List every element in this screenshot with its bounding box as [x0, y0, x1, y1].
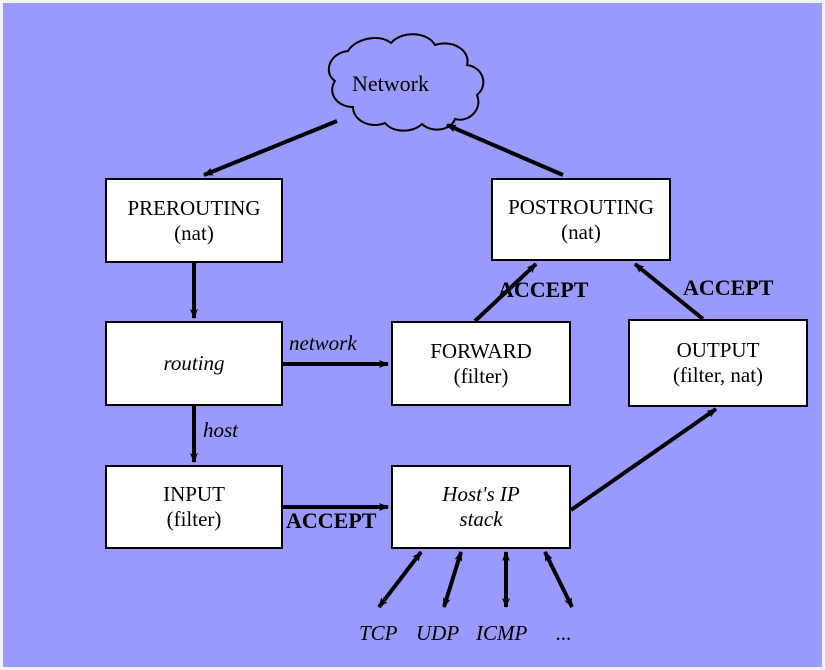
node-postrouting-line2: (nat) [561, 219, 601, 244]
edge-udp-hostipstack [442, 551, 463, 608]
edge-other-hostipstack [543, 551, 574, 608]
node-input-line1: INPUT [163, 482, 225, 507]
edge-tcp-hostipstack [377, 550, 423, 609]
edge-label-accept-input: ACCEPT [286, 508, 377, 533]
node-prerouting-line1: PREROUTING [127, 195, 261, 220]
node-host-ip-stack-line2: stack [459, 507, 503, 531]
edge-label-network: network [289, 331, 357, 355]
edge-output-to-postrouting [633, 262, 705, 321]
edge-label-accept-forward: ACCEPT [498, 277, 589, 302]
edge-label-host: host [203, 418, 239, 442]
protocol-label-icmp: ICMP [476, 621, 528, 645]
protocol-label-tcp: TCP [359, 621, 398, 645]
node-output[interactable]: OUTPUT (filter, nat) [628, 319, 808, 407]
network-cloud-label: Network [352, 71, 429, 96]
node-prerouting[interactable]: PREROUTING (nat) [105, 178, 283, 263]
node-prerouting-line2: (nat) [174, 220, 214, 245]
node-host-ip-stack-line1: Host's IP [442, 482, 520, 507]
node-host-ip-stack[interactable]: Host's IP stack [391, 465, 571, 549]
protocol-label-udp: UDP [416, 621, 460, 645]
edge-label-accept-output: ACCEPT [683, 275, 774, 300]
node-forward-line1: FORWARD [430, 338, 532, 363]
node-routing[interactable]: routing [105, 321, 283, 406]
edge-network-to-prerouting [203, 119, 338, 177]
protocol-label-other: ... [556, 621, 572, 645]
edge-postrouting-to-network [446, 123, 564, 177]
node-postrouting[interactable]: POSTROUTING (nat) [491, 178, 671, 261]
node-output-line2: (filter, nat) [672, 363, 764, 387]
node-input-line2: (filter) [166, 507, 222, 531]
node-routing-line1: routing [163, 351, 225, 376]
diagram-edges-layer [190, 33, 718, 609]
node-forward-line2: (filter) [453, 363, 509, 388]
node-input[interactable]: INPUT (filter) [105, 465, 283, 549]
network-cloud-shape [327, 33, 485, 132]
node-output-line1: OUTPUT [676, 338, 760, 363]
edge-hostipstack-to-output [569, 407, 718, 512]
node-forward[interactable]: FORWARD (filter) [391, 321, 571, 406]
edge-forward-to-postrouting [473, 262, 538, 323]
node-postrouting-line1: POSTROUTING [508, 194, 654, 219]
